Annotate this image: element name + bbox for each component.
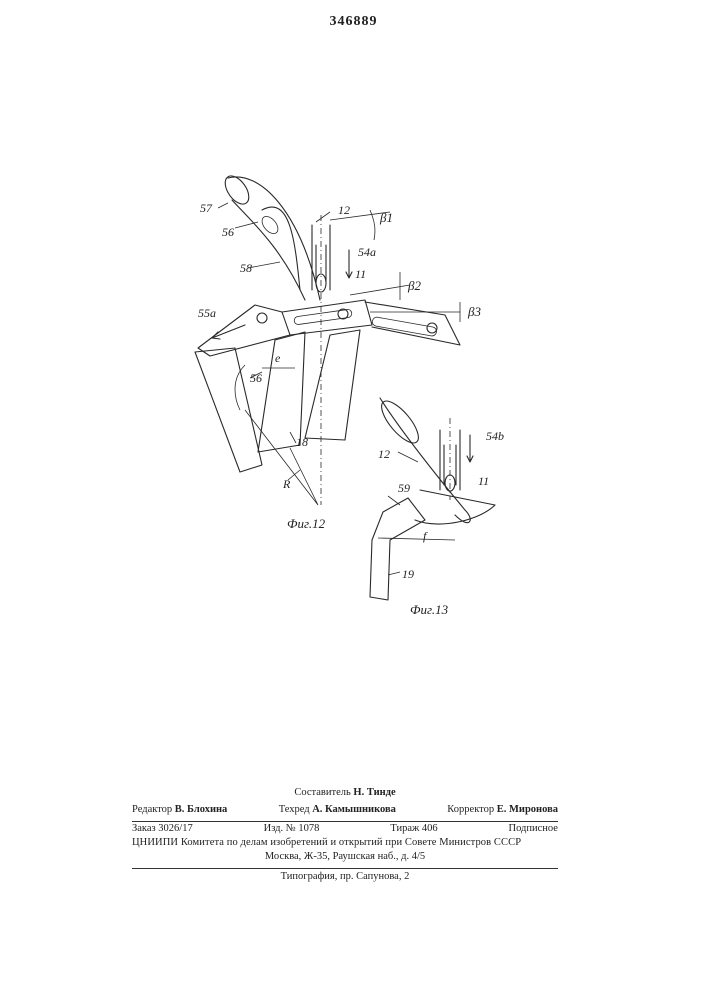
- label-58: 58: [240, 261, 252, 275]
- corrector: Корректор Е. Миронова: [447, 804, 558, 815]
- arrow-54b: [467, 435, 473, 462]
- composer-line: Составитель Н. Тинде: [132, 787, 558, 798]
- staff-line: Редактор В. Блохина Техред А. Камышников…: [132, 804, 558, 815]
- composer-label: Составитель: [294, 787, 350, 798]
- thread-loop: [262, 207, 300, 290]
- label-beta2: β2: [407, 278, 421, 293]
- org-line-2: Москва, Ж-35, Раушская наб., д. 4/5: [132, 851, 558, 862]
- techred-name: А. Камышникова: [312, 804, 396, 815]
- caption-fig13: Фиг.13: [410, 602, 449, 617]
- figure-13: 54b 12 11 59 f 19 Фиг.13: [370, 396, 504, 617]
- corrector-name: Е. Миронова: [497, 804, 558, 815]
- label-56: 56: [222, 225, 234, 239]
- org-line-1: ЦНИИПИ Комитета по делам изобретений и о…: [132, 837, 558, 848]
- slot-main: [294, 309, 353, 325]
- print-run: Тираж 406: [390, 823, 437, 834]
- editor-name: В. Блохина: [175, 804, 228, 815]
- label-19: 19: [402, 567, 414, 581]
- label-57: 57: [200, 201, 213, 215]
- edition: Изд. № 1078: [264, 823, 320, 834]
- blade-right: [305, 330, 360, 440]
- label-f: f: [423, 529, 428, 543]
- techred: Техред А. Камышникова: [279, 804, 396, 815]
- blade-19: [370, 498, 425, 600]
- blade-18: [258, 332, 305, 452]
- pin-right: [427, 323, 437, 333]
- label-54b: 54b: [486, 429, 504, 443]
- leaders-13: [388, 452, 418, 575]
- arrow-54a: [346, 250, 352, 278]
- thread-58: [232, 200, 305, 300]
- label-54a: 54а: [358, 245, 376, 259]
- composer-name: Н. Тинде: [353, 787, 395, 798]
- label-55a: 55а: [198, 306, 216, 320]
- editor: Редактор В. Блохина: [132, 804, 227, 815]
- subscription: Подписное: [509, 823, 558, 834]
- corrector-label: Корректор: [447, 804, 494, 815]
- pin-left: [257, 313, 267, 323]
- label-18: 18: [296, 435, 308, 449]
- editor-label: Редактор: [132, 804, 172, 815]
- label-11: 11: [355, 267, 366, 281]
- label-R: R: [282, 477, 291, 491]
- divider-2: [132, 868, 558, 869]
- blade-left: [195, 348, 262, 472]
- divider-1: [132, 821, 558, 822]
- radius-R: [245, 410, 318, 505]
- order: Заказ 3026/17: [132, 823, 193, 834]
- typography-line: Типография, пр. Сапунова, 2: [132, 871, 558, 882]
- label-11b: 11: [478, 474, 489, 488]
- label-59: 59: [398, 481, 410, 495]
- curve-56b: [235, 365, 245, 410]
- thread-56: [228, 177, 320, 300]
- order-line: Заказ 3026/17 Изд. № 1078 Тираж 406 Подп…: [132, 823, 558, 834]
- arrow-55a: [212, 325, 245, 339]
- technical-drawing: 57 56 58 12 54а 11 55а 56 е 18 R β1 β2 β…: [0, 0, 707, 720]
- label-beta1: β1: [379, 210, 393, 225]
- label-56b: 56: [250, 371, 262, 385]
- techred-label: Техред: [279, 804, 310, 815]
- thread-13: [380, 398, 470, 523]
- label-12b: 12: [378, 447, 390, 461]
- label-e: е: [275, 351, 281, 365]
- label-12: 12: [338, 203, 350, 217]
- caption-fig12: Фиг.12: [287, 516, 326, 531]
- label-beta3: β3: [467, 304, 481, 319]
- hook-13: [415, 490, 495, 524]
